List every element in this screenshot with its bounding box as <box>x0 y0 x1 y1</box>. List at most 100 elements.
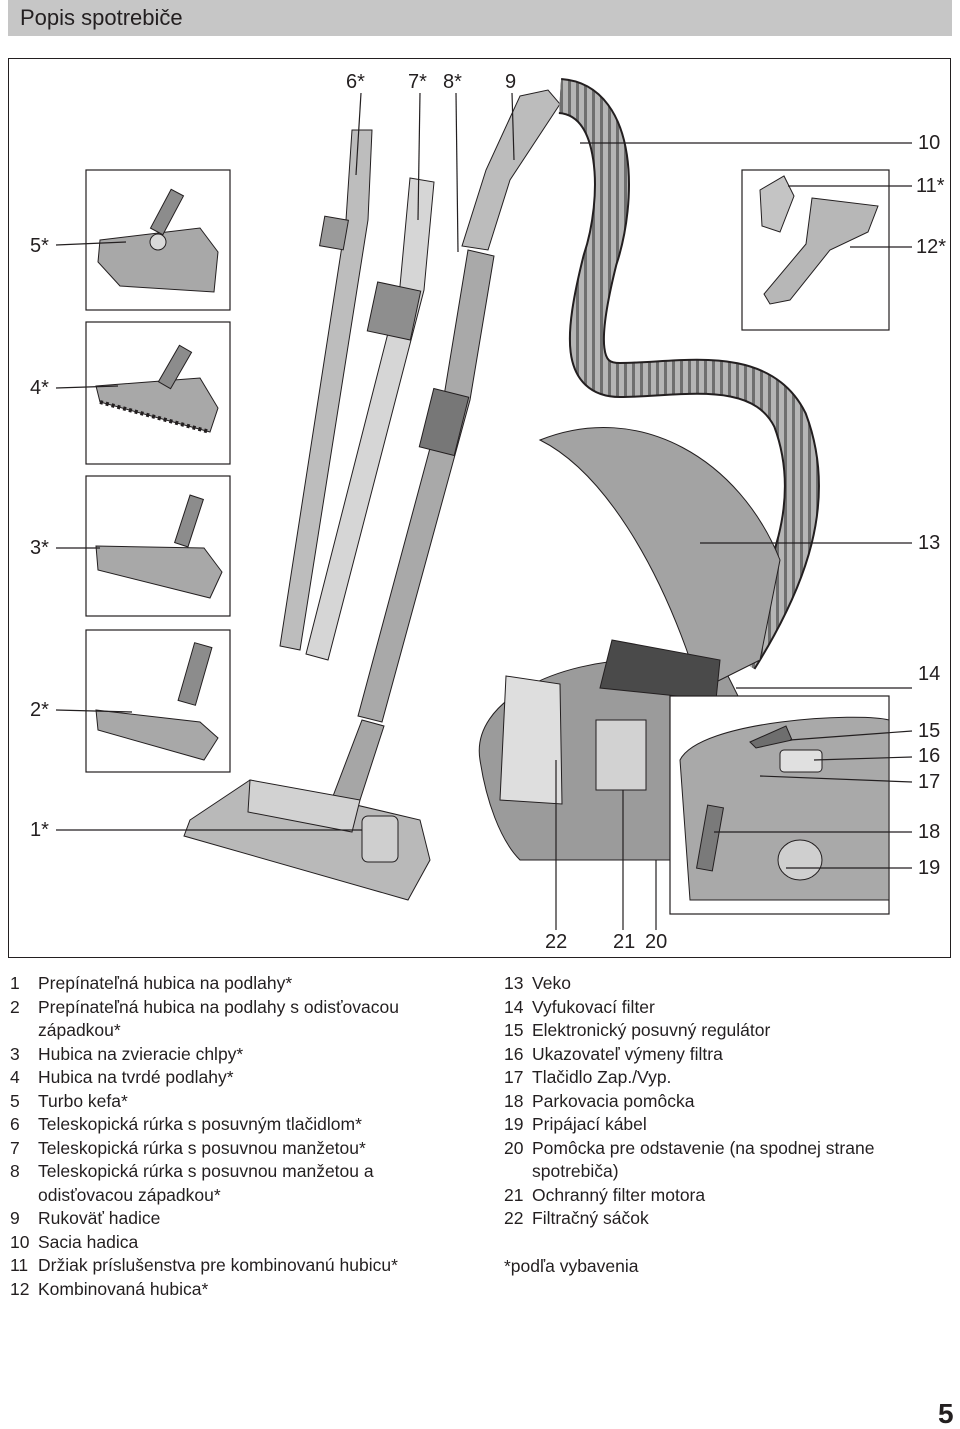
callout-4: 4* <box>30 377 49 399</box>
legend-number: 1 <box>10 973 20 993</box>
callout-18: 18 <box>918 821 941 843</box>
legend-item: 4 Hubica na tvrdé podlahy* <box>10 1066 460 1090</box>
section-header: Popis spotrebiče <box>8 0 952 36</box>
legend-item: 9 Rukoväť hadice <box>10 1207 460 1231</box>
legend-item: 16 Ukazovateľ výmeny filtra <box>504 1043 944 1067</box>
legend-text: Parkovacia pomôcka <box>532 1090 695 1111</box>
legend-text: Držiak príslušenstva pre kombinovanú hub… <box>38 1255 398 1275</box>
legend-number: 7 <box>10 1137 20 1158</box>
legend-text: Turbo kefa* <box>38 1090 128 1111</box>
telescopic-tube-6 <box>279 129 373 651</box>
page-number: 5 <box>938 1398 954 1429</box>
callout-17: 17 <box>918 771 941 793</box>
legend-item: 10 Sacia hadica <box>10 1231 460 1255</box>
footnote: *podľa vybavenia <box>504 1255 639 1276</box>
callout-8: 8* <box>443 71 462 93</box>
control-detail-inset <box>669 695 890 915</box>
legend-number: 8 <box>10 1161 20 1181</box>
leader-lines <box>55 92 913 930</box>
callout-6: 6* <box>346 71 365 93</box>
legend-number: 11 <box>10 1255 29 1275</box>
legend-number: 3 <box>10 1043 20 1064</box>
legend-text: Teleskopická rúrka s posuvnou manžetou a… <box>38 1161 374 1205</box>
legend-text: Ochranný filter motora <box>532 1184 706 1205</box>
legend-text: Ukazovateľ výmeny filtra <box>532 1043 723 1064</box>
legend-item: 1 Prepínateľná hubica na podlahy* <box>10 972 460 996</box>
legend-text: Hubica na tvrdé podlahy* <box>38 1067 234 1087</box>
callout-11: 11* <box>916 175 945 197</box>
legend-number: 20 <box>504 1137 524 1158</box>
legend-item: 7 Teleskopická rúrka s posuvnou manžetou* <box>10 1137 460 1161</box>
legend-number: 14 <box>504 996 524 1017</box>
legend-item: 21 Ochranný filter motora <box>504 1184 944 1208</box>
legend-number: 6 <box>10 1114 20 1134</box>
legend-item: 8 Teleskopická rúrka s posuvnou manžetou … <box>10 1160 460 1207</box>
legend-item: 6 Teleskopická rúrka s posuvným tlačidlom… <box>10 1113 460 1137</box>
callout-12: 12* <box>916 236 947 258</box>
legend-number: 16 <box>504 1043 524 1064</box>
nozzle-box-hard-floor <box>85 321 231 465</box>
legend-number: 17 <box>504 1067 524 1087</box>
legend-number: 10 <box>10 1231 30 1252</box>
legend-text: Pripájací kábel <box>532 1114 647 1134</box>
legend-item: 3 Hubica na zvieracie chlpy* <box>10 1043 460 1067</box>
legend-text: Sacia hadica <box>38 1231 139 1252</box>
callout-5: 5* <box>30 235 49 257</box>
legend-text: Kombinovaná hubica* <box>38 1278 209 1299</box>
legend-text: Teleskopická rúrka s posuvným tlačidlom* <box>38 1114 362 1134</box>
legend-item: 14 Vyfukovací filter <box>504 996 944 1020</box>
callout-16: 16 <box>918 745 941 767</box>
legend-number: 9 <box>10 1208 20 1228</box>
callout-15: 15 <box>918 720 941 742</box>
suction-hose <box>556 78 820 670</box>
nozzle-box-pet-hair <box>85 475 231 617</box>
legend-item: 5 Turbo kefa* <box>10 1090 460 1114</box>
accessory-box <box>741 169 890 331</box>
legend-number: 12 <box>10 1278 30 1299</box>
callout-19: 19 <box>918 857 941 879</box>
section-title: Popis spotrebiče <box>20 5 183 30</box>
telescopic-tube-8 <box>357 249 495 723</box>
floor-nozzle-main <box>183 719 431 901</box>
legend-item: 11 Držiak príslušenstva pre kombinovanú h… <box>10 1254 460 1278</box>
legend-number: 21 <box>504 1184 524 1205</box>
legend-number: 4 <box>10 1067 20 1087</box>
legend-item: 12 Kombinovaná hubica* <box>10 1278 460 1302</box>
telescopic-tube-7 <box>305 177 435 661</box>
legend-text: Teleskopická rúrka s posuvnou manžetou* <box>38 1137 366 1158</box>
legend-text: Pomôcka pre odstavenie (na spodnej stran… <box>532 1137 875 1182</box>
legend-number: 15 <box>504 1020 524 1040</box>
nozzle-box-turbo-brush <box>85 169 231 311</box>
legend-text: Prepínateľná hubica na podlahy s odisťov… <box>38 996 399 1041</box>
callout-7: 7* <box>408 71 427 93</box>
legend-text: Filtračný sáčok <box>532 1208 649 1228</box>
legend-text: Vyfukovací filter <box>532 996 655 1017</box>
nozzle-box-switchable-lock <box>85 629 231 773</box>
legend-text: Rukoväť hadice <box>38 1208 161 1228</box>
figure-frame <box>8 58 951 958</box>
callout-9: 9 <box>505 71 517 93</box>
callout-14: 14 <box>918 663 941 685</box>
legend-text: Prepínateľná hubica na podlahy* <box>38 973 293 993</box>
legend-item: 20 Pomôcka pre odstavenie (na spodnej str… <box>504 1137 944 1184</box>
legend-item: 15 Elektronický posuvný regulátor <box>504 1019 944 1043</box>
callout-1: 1* <box>30 819 49 841</box>
callout-3: 3* <box>30 537 49 559</box>
legend-text: Hubica na zvieracie chlpy* <box>38 1043 244 1064</box>
legend-text: Elektronický posuvný regulátor <box>532 1020 771 1040</box>
hose-handle <box>461 89 561 251</box>
legend-number: 5 <box>10 1090 20 1111</box>
callout-2: 2* <box>30 699 49 721</box>
callout-13: 13 <box>918 532 941 554</box>
callout-10: 10 <box>918 132 941 154</box>
legend-number: 13 <box>504 973 524 993</box>
callout-20: 20 <box>645 931 668 953</box>
